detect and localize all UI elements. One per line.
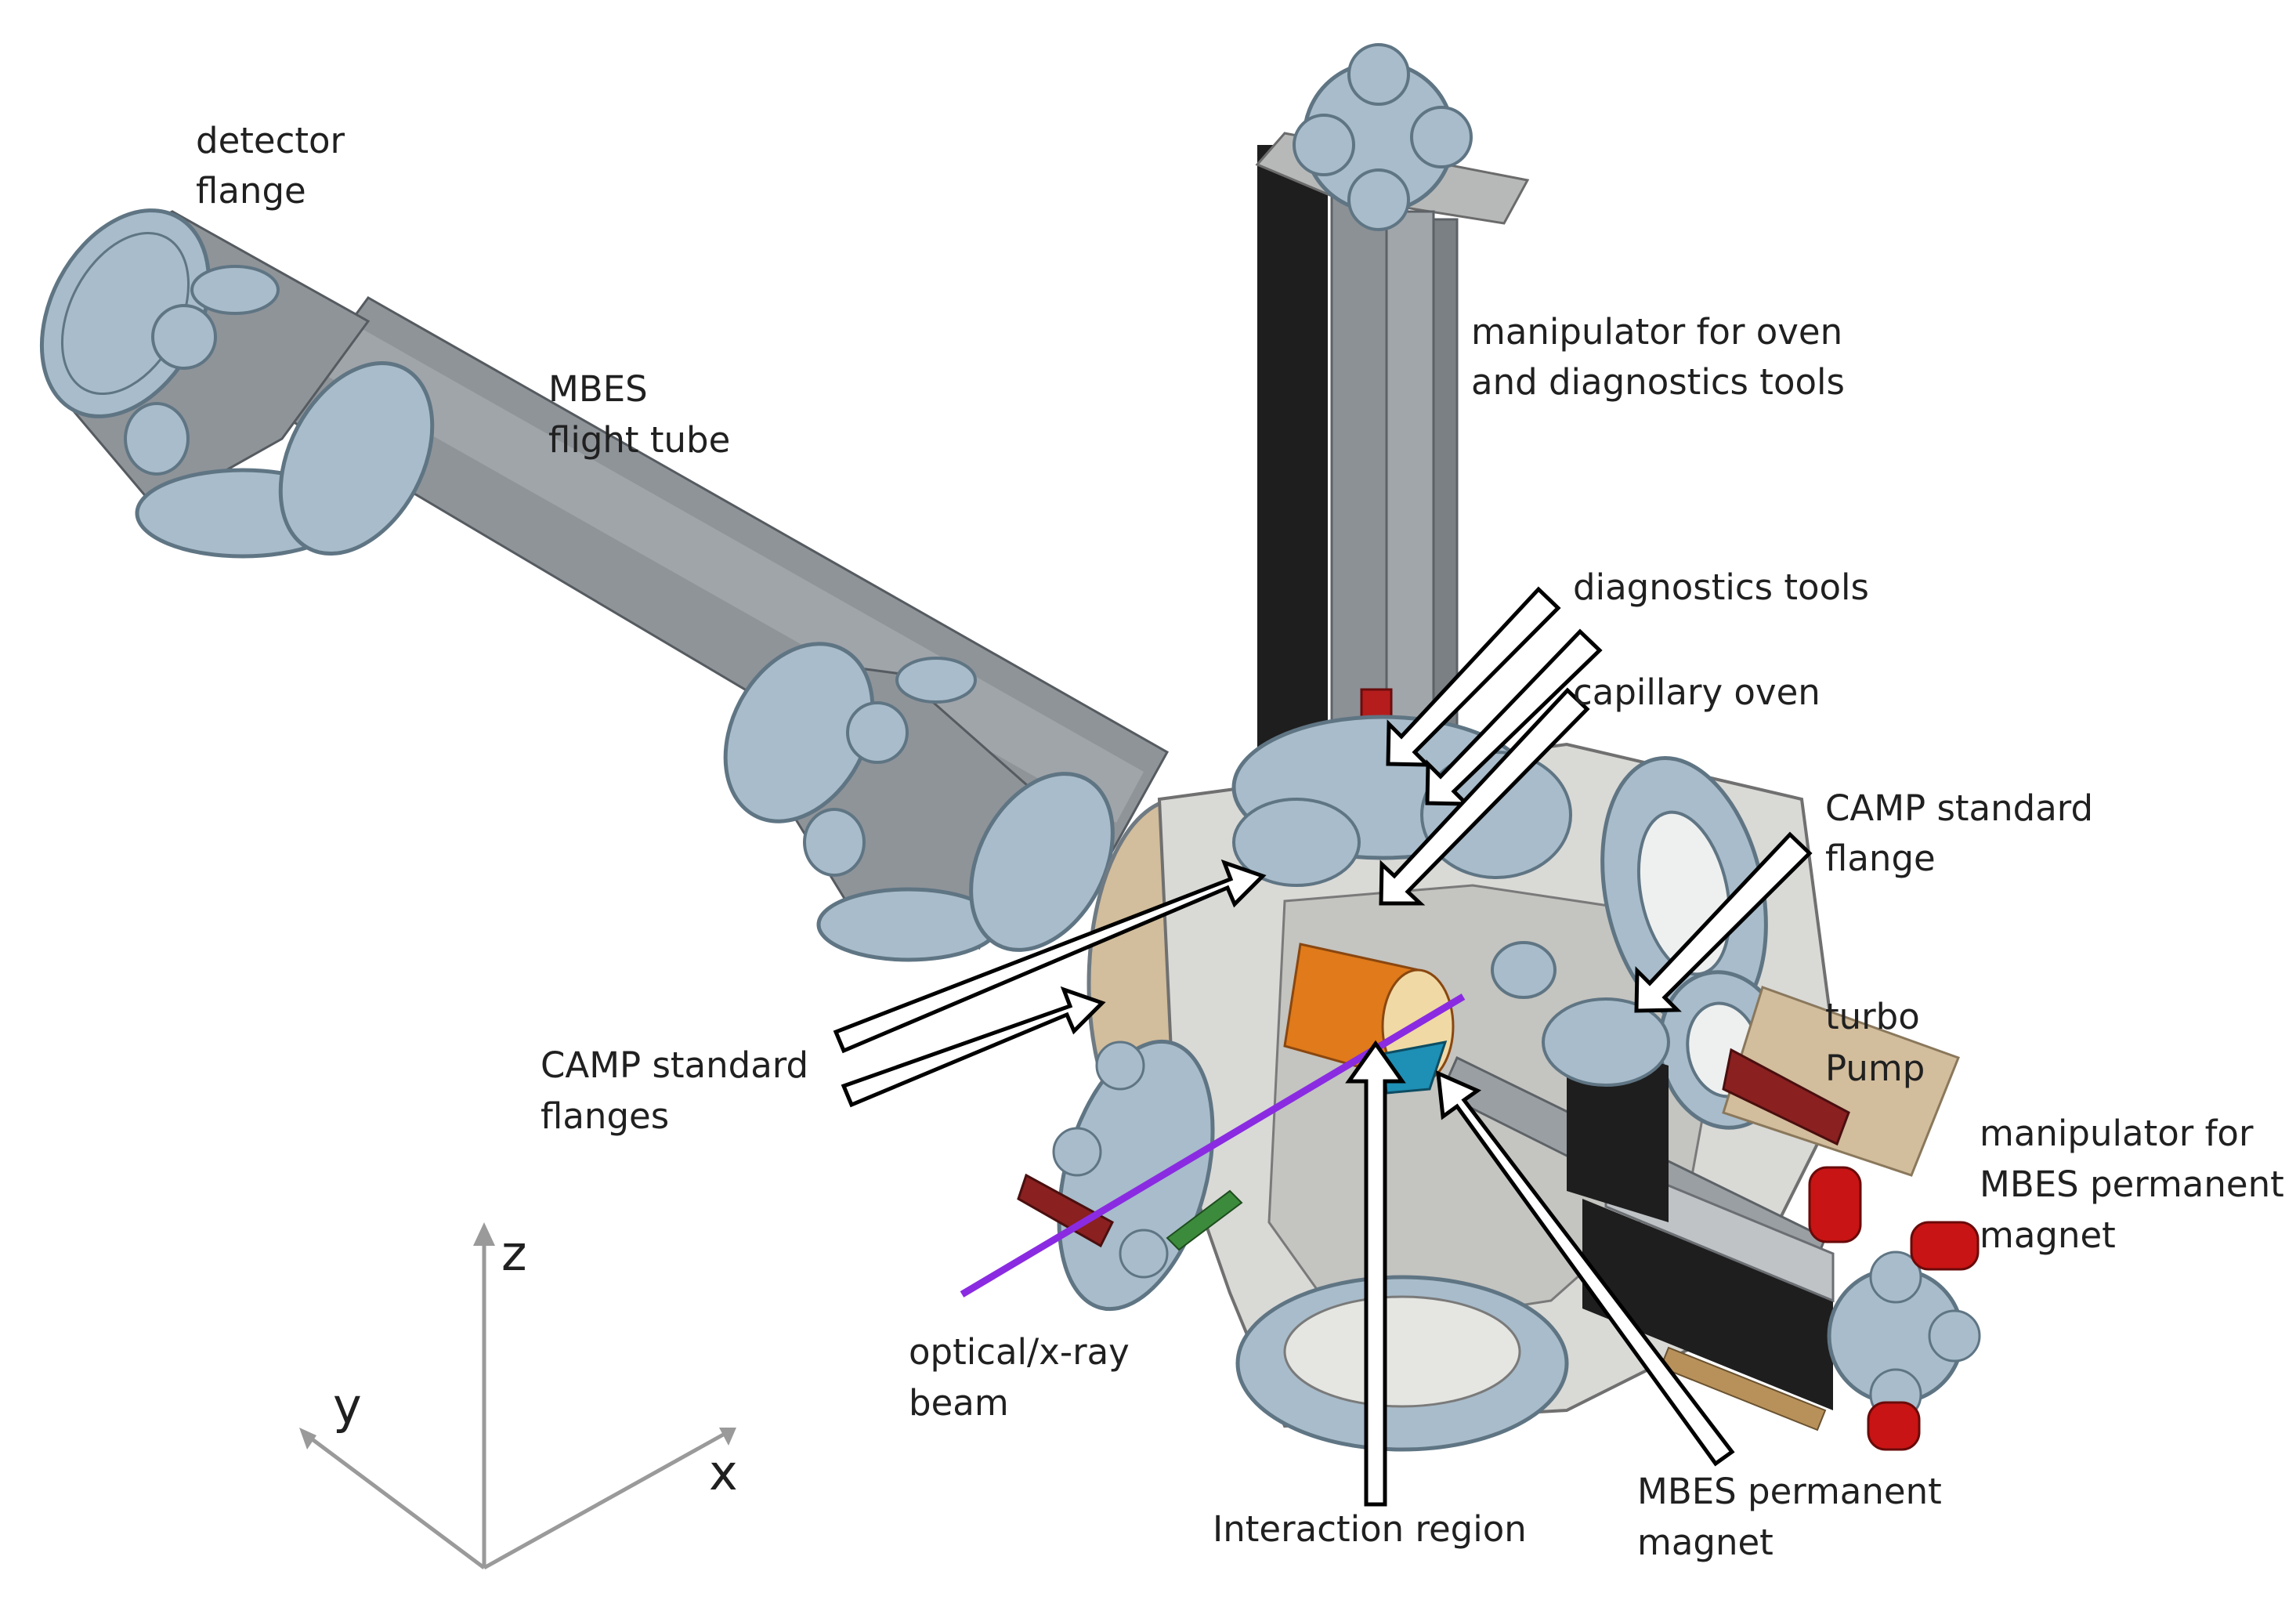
arrow-diagnostics-tools — [1386, 586, 1561, 767]
label-manipulator-magnet-1: manipulator for — [1980, 1113, 2254, 1154]
left-red-bracket — [1017, 1173, 1114, 1248]
x-axis-line — [483, 1431, 726, 1570]
right-red-bracket — [1722, 1048, 1850, 1146]
y-axis-head — [299, 1428, 316, 1450]
label-capillary-oven: capillary oven — [1573, 671, 1821, 713]
mid-low-port — [803, 808, 866, 877]
magnet-manipulator-frame — [1582, 1199, 1833, 1410]
label-detector-flange-1: detector — [196, 120, 345, 161]
label-diagnostics-tools: diagnostics tools — [1573, 566, 1869, 608]
red-magnet-knob-right — [1910, 1221, 1980, 1271]
axis-label-y: y — [333, 1377, 362, 1435]
arrow-capillary-oven-a — [1425, 628, 1603, 806]
pointer-arrows — [833, 586, 1813, 1507]
arrow-camp-flange-right — [1634, 831, 1813, 1013]
label-manipulator-magnet-3: magnet — [1980, 1214, 2116, 1256]
mbes-flight-tube — [39, 208, 1170, 962]
tube-joint-flange-1 — [278, 360, 435, 556]
red-magnet-knob-bottom — [1867, 1401, 1921, 1451]
label-optical-beam-1: optical/x-ray — [909, 1331, 1130, 1373]
mid-flange-a — [723, 642, 875, 823]
label-optical-beam-2: beam — [909, 1382, 1009, 1424]
left-port-3 — [1119, 1229, 1169, 1279]
z-axis-head — [473, 1222, 495, 1246]
magnet-end-port-1 — [1869, 1250, 1922, 1304]
red-magnet-knob-top — [1808, 1166, 1862, 1243]
left-port-2 — [1052, 1127, 1102, 1177]
label-turbo-pump-1: turbo — [1825, 996, 1920, 1037]
label-mbes-permanent-magnet-1: MBES permanent — [1637, 1471, 1942, 1512]
left-port-1 — [1095, 1041, 1145, 1091]
arrow-camp-flanges-lower — [841, 986, 1106, 1108]
magnet-end-port-2 — [1928, 1309, 1981, 1363]
green-plate — [1166, 1189, 1243, 1251]
label-interaction-region: Interaction region — [1213, 1508, 1527, 1550]
y-axis-line — [306, 1433, 486, 1570]
label-turbo-pump-2: Pump — [1825, 1048, 1925, 1089]
detector-top-port — [190, 265, 280, 315]
label-camp-standard-flanges-2: flanges — [541, 1095, 670, 1137]
mid-flange-b — [969, 772, 1115, 952]
label-manipulator-magnet-2: MBES permanent — [1980, 1164, 2284, 1205]
axis-label-x: x — [709, 1444, 738, 1501]
manipulator-frame-black — [1257, 145, 1328, 748]
manipulator-top-port-1 — [1347, 43, 1410, 106]
label-camp-standard-flange-1: CAMP standard — [1825, 787, 2094, 829]
arrow-camp-flanges-upper — [833, 859, 1267, 1054]
mid-side-port — [846, 701, 909, 764]
mid-top-port — [895, 657, 977, 704]
x-axis-head — [719, 1428, 736, 1446]
manipulator-top-port-4 — [1347, 168, 1410, 231]
detector-side-port — [151, 304, 217, 370]
chamber-top-left-flange — [1232, 798, 1361, 887]
label-camp-standard-flanges-1: CAMP standard — [541, 1044, 809, 1086]
label-camp-standard-flange-2: flange — [1825, 838, 1936, 879]
detector-low-port — [124, 402, 190, 476]
manipulator-top-port-2 — [1293, 114, 1355, 176]
label-manipulator-oven-2: and diagnostics tools — [1471, 361, 1845, 403]
label-mbes-flight-tube-2: flight tube — [548, 419, 731, 461]
label-mbes-permanent-magnet-2: magnet — [1637, 1522, 1774, 1563]
label-mbes-flight-tube-1: MBES — [548, 368, 648, 410]
magnet-support-flange — [1542, 997, 1670, 1087]
arrow-mbes-magnet — [1436, 1070, 1735, 1467]
magnet-manipulator — [1440, 997, 1981, 1451]
label-detector-flange-2: flange — [196, 170, 306, 212]
coordinate-axes — [299, 1222, 736, 1570]
arrow-interaction-region — [1345, 1040, 1406, 1507]
axis-label-z: z — [501, 1225, 527, 1282]
arrow-capillary-oven-b — [1379, 687, 1590, 906]
label-manipulator-oven-1: manipulator for oven — [1471, 311, 1843, 353]
chamber-bottom-opening — [1283, 1295, 1521, 1408]
manipulator-top-port-3 — [1410, 106, 1473, 168]
chamber-small-window — [1491, 941, 1557, 999]
